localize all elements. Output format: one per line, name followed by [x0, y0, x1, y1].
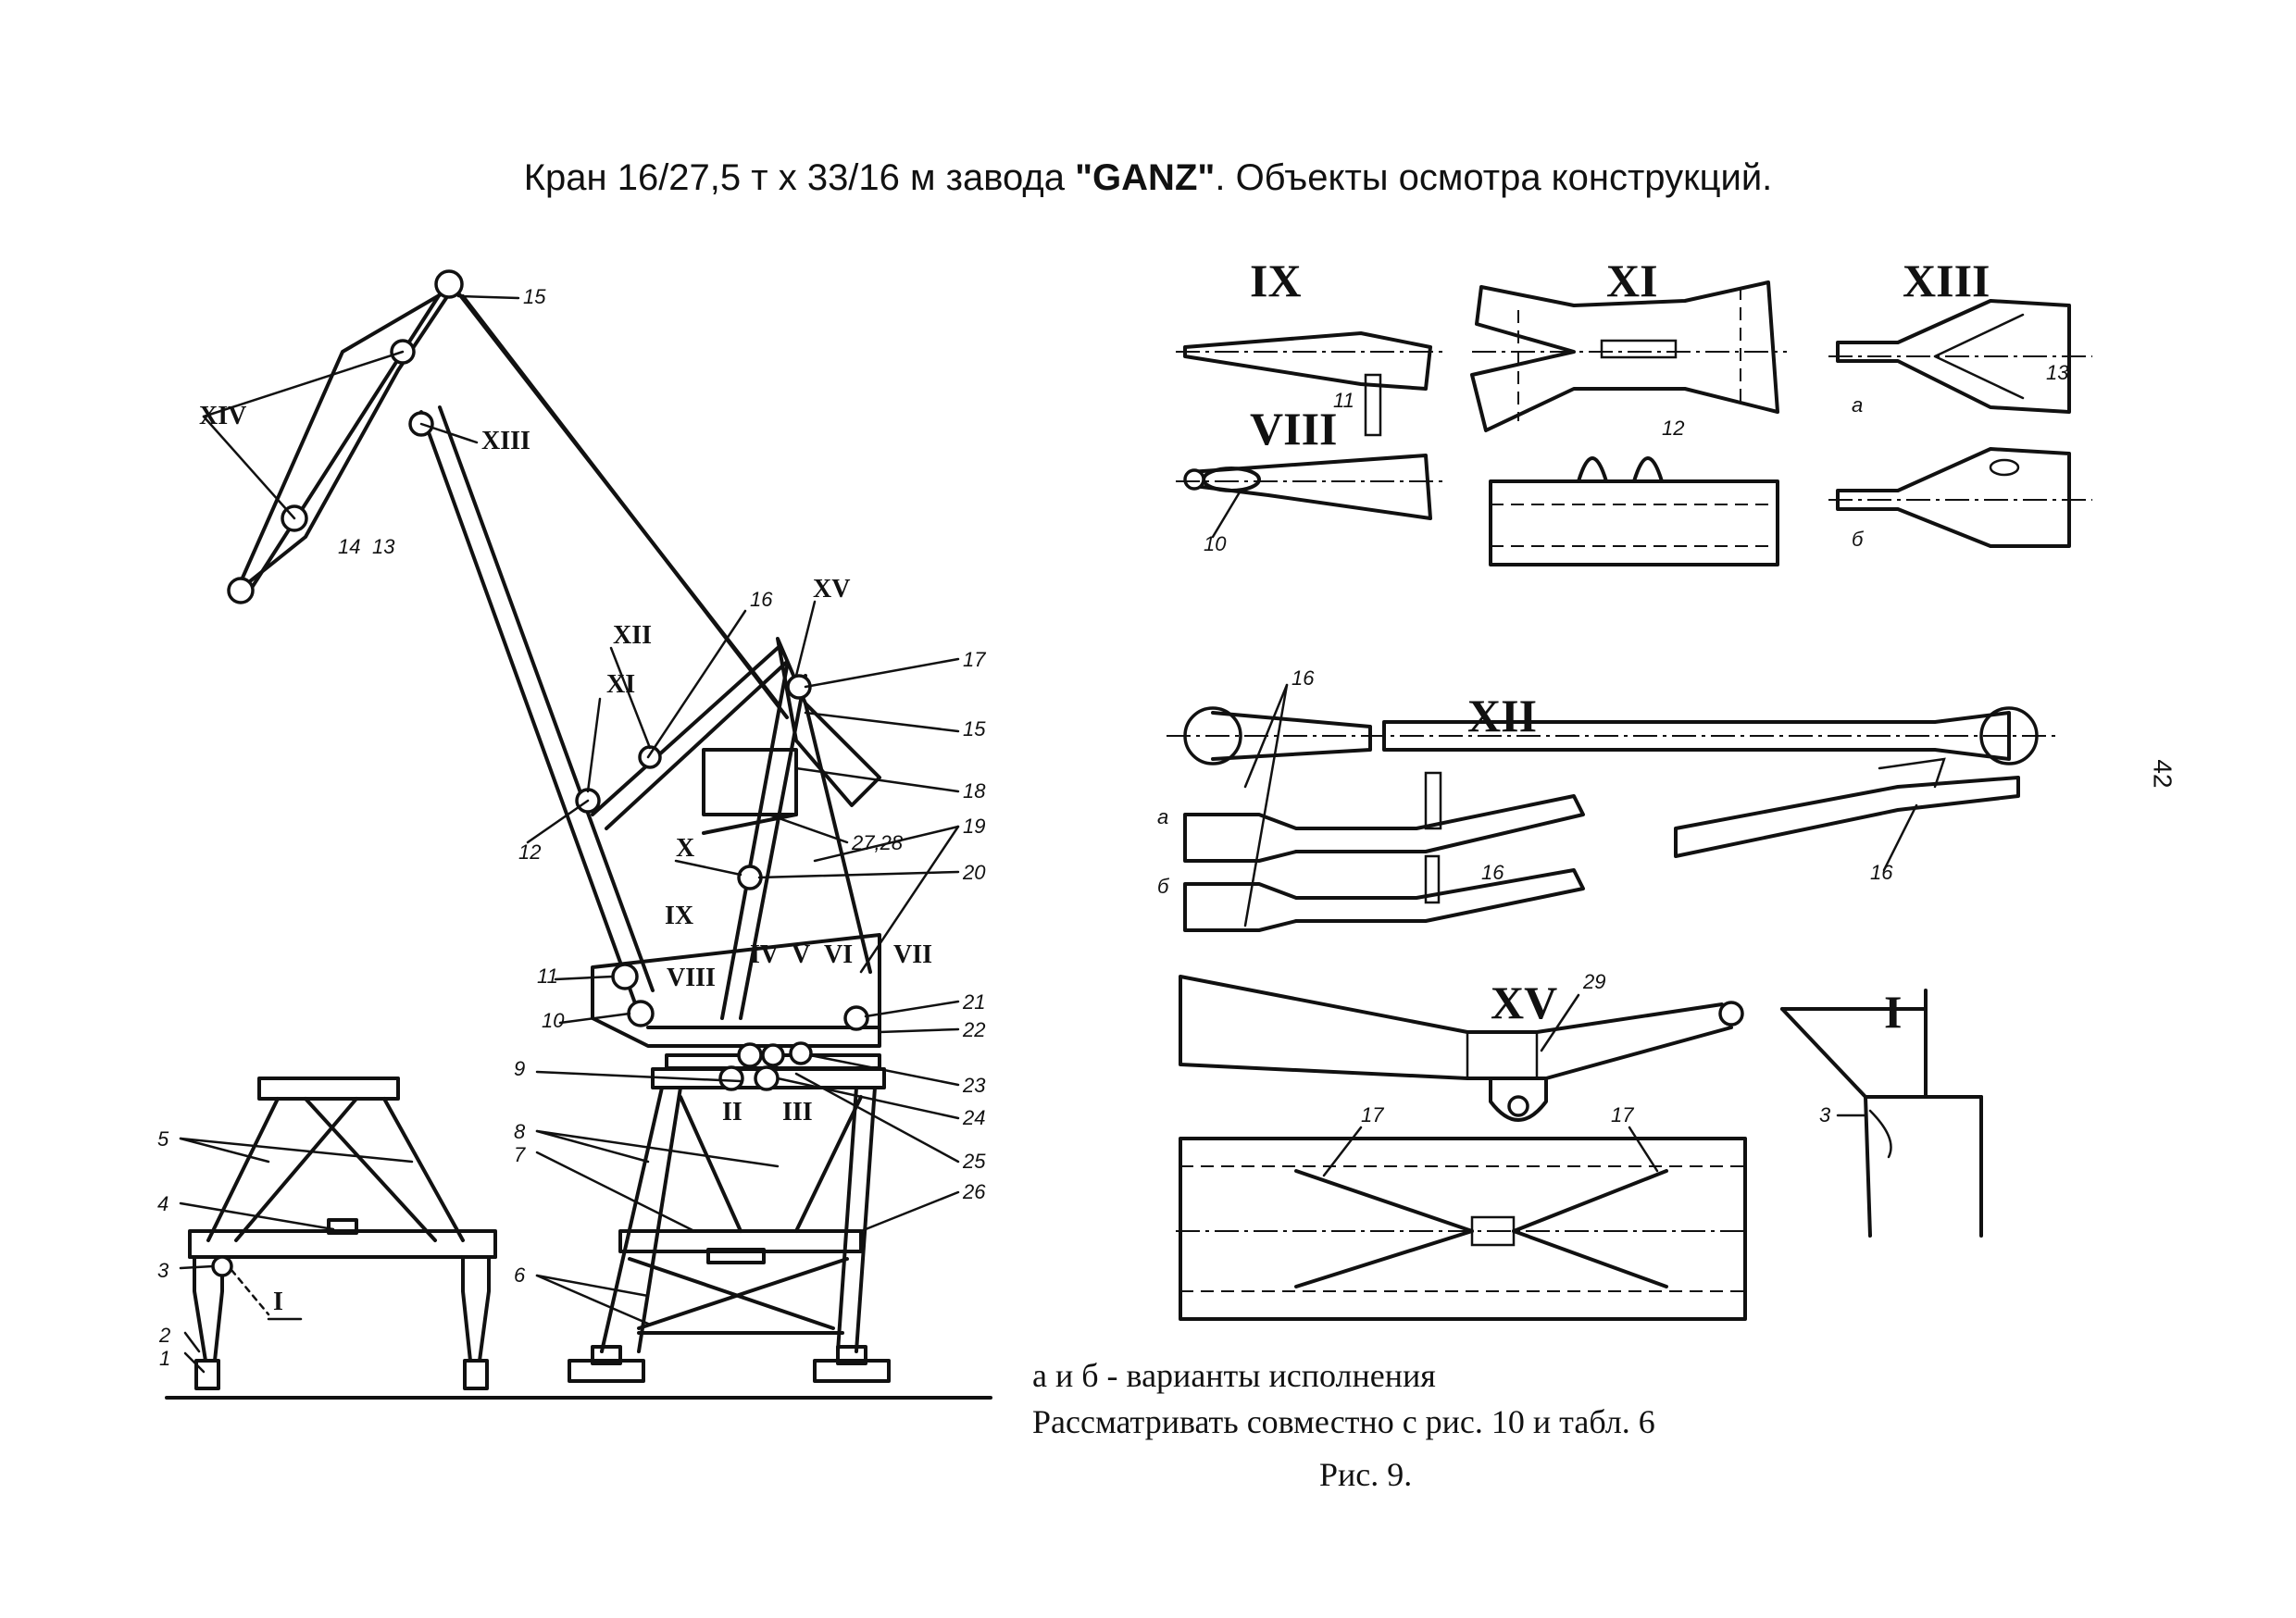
- detail-VIII: VIII 10: [1176, 403, 1444, 555]
- detail-XII-label-right: 16: [1870, 861, 1893, 884]
- machinery-house: [591, 748, 881, 1048]
- roman-IV: IV: [750, 940, 779, 969]
- main-view-labels: 1 2 3 4 5 6 7 8 9 10 11 12 13 14 15 15 1…: [157, 285, 986, 1370]
- detail-XII-variant-a: а: [1157, 805, 1168, 828]
- portal-side-view: [165, 1077, 992, 1400]
- label-8: 8: [514, 1120, 526, 1143]
- detail-XI-label: 12: [1662, 417, 1684, 440]
- label-20: 20: [962, 861, 986, 884]
- label-23: 23: [962, 1074, 986, 1097]
- title-brand: "GANZ": [1075, 157, 1216, 198]
- detail-IX-label: 11: [1333, 389, 1354, 412]
- label-21: 21: [962, 990, 985, 1014]
- roman-X: X: [676, 834, 694, 863]
- boom-jib-system: [227, 269, 881, 1020]
- label-5: 5: [157, 1127, 169, 1151]
- label-13: 13: [372, 535, 395, 558]
- label-19: 19: [963, 815, 985, 838]
- detail-XII-title: XII: [1467, 690, 1537, 741]
- label-2: 2: [158, 1324, 170, 1347]
- roman-XIII: XIII: [481, 427, 530, 455]
- detail-I-title: I: [1884, 986, 1902, 1038]
- page-title: Кран 16/27,5 т х 33/16 м завода "GANZ". …: [0, 157, 2296, 199]
- label-17: 17: [963, 648, 986, 671]
- main-view-roman-labels: I II III IV V VI VII VIII IX X XI XII XI…: [199, 402, 932, 1316]
- label-24: 24: [962, 1106, 985, 1129]
- label-7: 7: [514, 1143, 526, 1166]
- detail-XII-label-top: 16: [1292, 666, 1315, 690]
- label-26: 26: [962, 1180, 986, 1203]
- label-16: 16: [750, 588, 773, 611]
- roman-XV: XV: [813, 575, 850, 604]
- caption-variants: а и б - варианты исполнения: [1032, 1357, 1436, 1394]
- detail-XIII: XIII а 13 б: [1828, 255, 2092, 551]
- detail-IX: IX 11: [1176, 255, 1444, 437]
- label-3: 3: [157, 1259, 169, 1282]
- title-prefix: Кран 16/27,5 т х 33/16 м завода: [523, 157, 1076, 198]
- roman-VI: VI: [824, 940, 853, 969]
- label-18: 18: [963, 779, 986, 803]
- label-6: 6: [514, 1263, 526, 1287]
- caption-see-also: Рассматривать совместно с рис. 10 и табл…: [1032, 1403, 1655, 1440]
- detail-I: I 3: [1780, 986, 1983, 1238]
- detail-XII-variant-b: б: [1157, 875, 1170, 898]
- detail-XI-title: XI: [1606, 255, 1658, 306]
- detail-XV-title: XV: [1491, 977, 1557, 1028]
- roman-V: V: [792, 940, 810, 969]
- roman-VII: VII: [893, 940, 932, 969]
- roman-VIII: VIII: [667, 964, 716, 992]
- detail-XIII-label: 13: [2046, 361, 2069, 384]
- label-15-right: 15: [963, 717, 986, 741]
- label-25: 25: [962, 1150, 986, 1173]
- label-12: 12: [518, 840, 541, 864]
- detail-XIII-variant-b: б: [1852, 528, 1865, 551]
- detail-I-label: 3: [1819, 1103, 1831, 1126]
- label-1: 1: [159, 1347, 170, 1370]
- detail-XII: XII 16 а 16 б 16: [1157, 666, 2060, 932]
- label-11: 11: [537, 965, 558, 988]
- label-15-top: 15: [523, 285, 546, 308]
- page-number: 42: [2148, 759, 2177, 789]
- detail-XIII-title: XIII: [1903, 255, 1990, 306]
- label-14: 14: [338, 535, 360, 558]
- label-10: 10: [542, 1009, 565, 1032]
- detail-VIII-label: 10: [1204, 532, 1227, 555]
- roman-IX: IX: [665, 902, 693, 930]
- roman-XII: XII: [613, 621, 652, 650]
- leader-lines: [179, 294, 960, 1374]
- roman-II: II: [722, 1098, 742, 1126]
- label-22: 22: [962, 1018, 985, 1041]
- caption-figure: Рис. 9.: [1319, 1456, 1413, 1493]
- detail-VIII-title: VIII: [1250, 403, 1337, 454]
- detail-XI: XI 12: [1470, 255, 1787, 566]
- detail-XV: XV 29 17 17: [1176, 970, 1750, 1321]
- label-4: 4: [157, 1192, 168, 1215]
- detail-XV-label-17a: 17: [1361, 1103, 1384, 1126]
- detail-XV-label-17b: 17: [1611, 1103, 1634, 1126]
- label-9: 9: [514, 1057, 525, 1080]
- roman-I: I: [273, 1288, 283, 1316]
- detail-XIII-variant-a: а: [1852, 393, 1863, 417]
- detail-XII-label-a: 16: [1481, 861, 1504, 884]
- roman-III: III: [782, 1098, 813, 1126]
- title-suffix: . Объекты осмотра конструкций.: [1215, 157, 1773, 198]
- detail-XV-label-29: 29: [1582, 970, 1605, 993]
- detail-IX-title: IX: [1250, 255, 1302, 306]
